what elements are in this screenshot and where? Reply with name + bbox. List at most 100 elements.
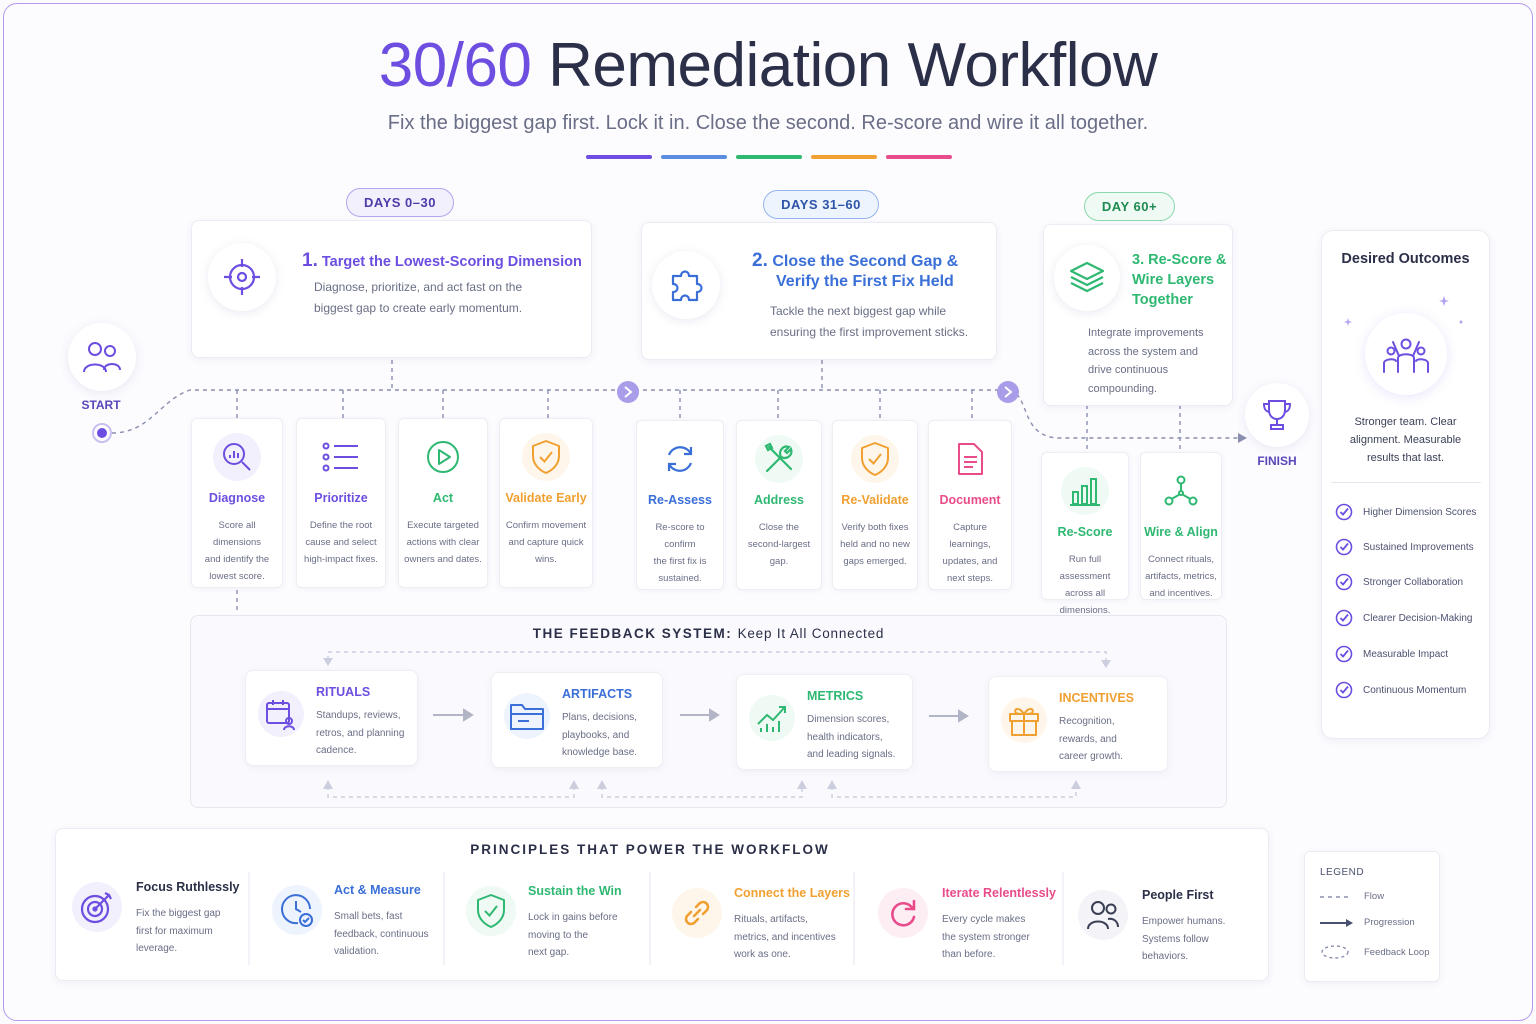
feedback-artifacts-icon-bg <box>504 693 550 739</box>
sparkle-icons <box>1344 296 1463 326</box>
step-desc-line: Verify both fixes <box>841 522 909 533</box>
phase-3-desc-line-2: across the system and <box>1088 345 1199 358</box>
step-title: Re-Assess <box>648 493 712 507</box>
feedback-desc-line: knowledge base. <box>562 747 638 758</box>
feedback-desc-line: playbooks, and <box>562 729 630 741</box>
principle-icon-bg <box>672 888 722 938</box>
step-desc-line: the first fix is <box>653 556 707 567</box>
step-desc-line: gap. <box>769 556 789 567</box>
start-label: START <box>81 398 121 412</box>
legend-feedback: Feedback Loop <box>1320 944 1430 960</box>
cycle-icon <box>891 899 916 927</box>
principle-desc-line: Rituals, artifacts, <box>734 914 808 925</box>
check-circle-icon <box>1335 609 1353 627</box>
legend-panel <box>1304 851 1440 982</box>
step-desc-line: owners and dates. <box>404 554 482 565</box>
step-desc-line: across all <box>1064 588 1106 599</box>
feedback-desc-line: rewards, and <box>1059 733 1117 745</box>
check-circle-icon <box>1335 645 1353 663</box>
outcome-label: Clearer Decision-Making <box>1363 612 1473 624</box>
check-circle-icon <box>1335 538 1353 556</box>
step-title: Act <box>432 491 454 505</box>
play-icon <box>427 441 459 473</box>
phase-3-desc-line-3: drive continuous <box>1088 364 1169 376</box>
folder-icon <box>510 704 544 730</box>
principle-title: Iterate Relentlessly <box>942 886 1056 900</box>
phase-3-title: 3. Re-Score & Wire Layers Together <box>1132 250 1226 310</box>
phase-2-title-line-1: Close the Second Gap & <box>772 253 959 270</box>
feedback-desc-line: Recognition, <box>1059 716 1115 727</box>
principle-people-first: People First Empower humans.Systems foll… <box>1078 878 1258 978</box>
shield-check-icon <box>532 440 560 474</box>
step-desc-line: Score all dimensions <box>212 520 262 548</box>
step-desc-line: and identify the <box>204 554 270 565</box>
step-diagnose-icon-bg <box>213 433 261 481</box>
principle-desc-line: feedback, continuous <box>334 928 429 940</box>
feedback-title-rest: Keep It All Connected <box>737 626 885 641</box>
refresh-icon <box>667 446 693 472</box>
gift-icon <box>1009 708 1039 736</box>
outcomes-icon-circle <box>1365 313 1447 395</box>
feedback-title-bold: THE FEEDBACK SYSTEM: <box>532 626 733 641</box>
legend-progression-label: Progression <box>1364 917 1415 928</box>
step-desc-line: second-largest <box>747 539 811 550</box>
title-rest: Remediation Workflow <box>548 31 1158 100</box>
outcome-label: Continuous Momentum <box>1363 684 1467 696</box>
step-desc-line: next steps. <box>947 573 993 584</box>
principle-title: Sustain the Win <box>528 884 622 898</box>
step-prioritize-icon-bg <box>317 433 365 481</box>
feedback-desc-line: Dimension scores, <box>807 714 890 725</box>
step-revalidate-icon-bg <box>851 435 899 483</box>
step-title: Document <box>939 493 1001 507</box>
outcome-label: Higher Dimension Scores <box>1363 506 1477 518</box>
loop-icon <box>1321 945 1349 959</box>
feedback-metrics-icon-bg <box>749 695 795 741</box>
network-icon <box>1164 475 1198 506</box>
principle-desc-line: first for maximum <box>136 925 213 937</box>
feedback-system-title: THE FEEDBACK SYSTEM: Keep It All Connect… <box>190 626 1227 641</box>
outcomes-desc-line: results that last. <box>1366 452 1445 464</box>
check-circle-icon <box>1335 573 1353 591</box>
document-icon <box>958 443 983 475</box>
step-desc-line: Confirm movement <box>505 520 587 531</box>
step-desc-line: actions with clear <box>406 537 480 548</box>
step-desc: Connect rituals,artifacts, metrics,and i… <box>1145 551 1217 602</box>
step-desc-line: Connect rituals, <box>1147 554 1214 565</box>
principle-desc-line: next gap. <box>528 947 570 958</box>
phase-3-desc-line-4: compounding. <box>1088 382 1158 395</box>
step-title: Re-Score <box>1057 525 1113 539</box>
accent-bar-pink <box>886 155 952 159</box>
clock-check-icon <box>281 894 313 927</box>
accent-bar-orange <box>811 155 877 159</box>
outcome-item: Stronger Collaboration <box>1335 572 1463 592</box>
step-desc-line: cause and select <box>305 537 377 548</box>
step-desc-line: Close the <box>758 522 800 533</box>
step-title: Wire & Align <box>1144 525 1218 539</box>
tools-icon <box>764 442 793 473</box>
step-desc-line: sustained. <box>658 573 702 584</box>
legend-progression: Progression <box>1320 917 1415 928</box>
phase-2-pill: DAYS 31–60 <box>763 190 879 219</box>
principle-title: Focus Ruthlessly <box>136 880 240 894</box>
phase-2-desc-line-1: Tackle the next biggest gap while <box>770 304 947 318</box>
feedback-metrics: METRICS Dimension scores,health indicato… <box>736 674 913 770</box>
shield-check-icon <box>861 442 889 476</box>
feedback-title: ARTIFACTS <box>562 687 633 701</box>
check-circle-icon <box>1335 503 1353 521</box>
outcome-item: Clearer Decision-Making <box>1335 608 1472 628</box>
